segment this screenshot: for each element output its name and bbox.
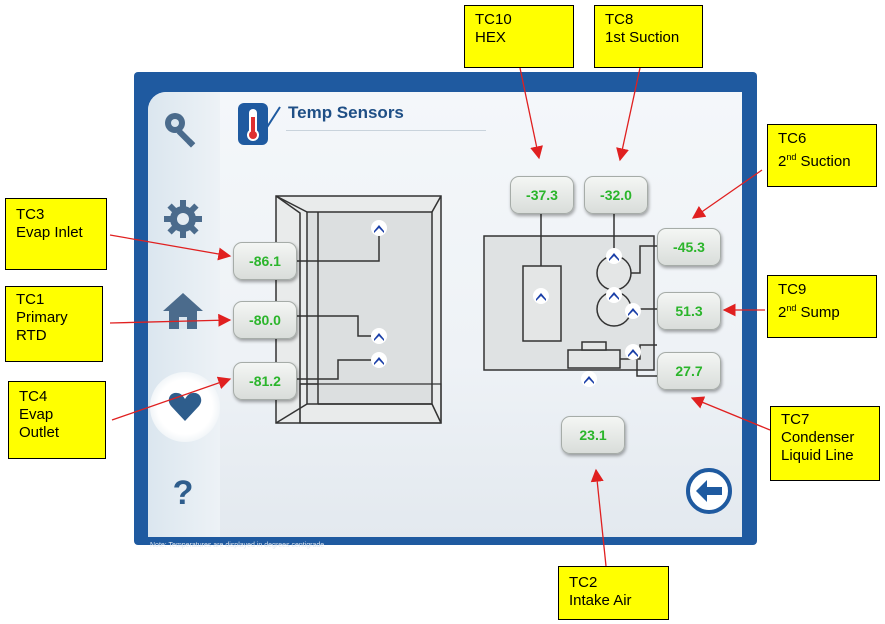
page-title: Temp Sensors [288,103,404,122]
callout-tc2: TC2 Intake Air [558,566,669,620]
home-icon[interactable] [160,288,206,334]
key-icon[interactable] [160,108,206,154]
gear-icon[interactable] [160,196,206,242]
tc3-readout: -86.1 [233,242,297,280]
help-icon[interactable]: ? [172,473,194,512]
callout-tc3-label: Evap Inlet [16,224,83,241]
tc10-readout: -37.3 [510,176,574,214]
tc1-readout: -80.0 [233,301,297,339]
callout-tc8: TC8 1st Suction [594,5,703,68]
callout-tc4-id: TC4 [19,388,48,405]
callout-tc1-label-2: RTD [16,327,47,344]
thermometer-icon [236,101,282,152]
callout-tc9-id: TC9 [778,281,807,298]
callout-tc6-label: 2nd Suction [778,152,851,170]
callout-tc1-id: TC1 [16,291,45,308]
callout-tc8-id: TC8 [605,11,634,28]
callout-tc3: TC3 Evap Inlet [5,198,107,270]
tc9-readout: 51.3 [657,292,721,330]
callout-tc2-label: Intake Air [569,592,632,609]
callout-tc4-label: Evap [19,406,54,423]
callout-tc10-id: TC10 [475,11,512,28]
callout-tc9-label: 2nd Sump [778,303,840,321]
sensor-markers [371,220,641,387]
callout-tc4-label-2: Outlet [19,424,60,441]
callout-tc7-id: TC7 [781,411,810,428]
tc2-readout: 23.1 [561,416,625,454]
heart-icon[interactable] [162,384,208,430]
callout-tc9: TC9 2nd Sump [767,275,877,338]
callout-tc6: TC6 2nd Suction [767,124,877,187]
tc6-readout: -45.3 [657,228,721,266]
tc4-readout: -81.2 [233,362,297,400]
callout-tc3-id: TC3 [16,206,45,223]
refrigeration-schematic [483,235,655,371]
callout-tc8-label: 1st Suction [605,29,680,46]
callout-tc10-label: HEX [475,29,506,46]
callout-tc7-label: Condenser [781,429,855,446]
tc7-readout: 27.7 [657,352,721,390]
callout-tc2-id: TC2 [569,574,598,591]
callout-tc7-label-2: Liquid Line [781,447,854,464]
back-arrow-icon [686,468,732,514]
callout-arrows [109,67,771,567]
footer-note: Note: Temperatures are displayed in degr… [150,542,325,549]
callout-tc6-id: TC6 [778,130,807,147]
callout-tc1-label: Primary [16,309,68,326]
back-button[interactable] [685,467,733,515]
title-divider [286,130,486,131]
callout-tc10: TC10 HEX [464,5,574,68]
callout-tc4: TC4 Evap Outlet [8,381,106,459]
freezer-cabinet [275,195,442,424]
tc8-readout: -32.0 [584,176,648,214]
callout-tc1: TC1 Primary RTD [5,286,103,362]
callout-tc7: TC7 Condenser Liquid Line [770,406,880,481]
